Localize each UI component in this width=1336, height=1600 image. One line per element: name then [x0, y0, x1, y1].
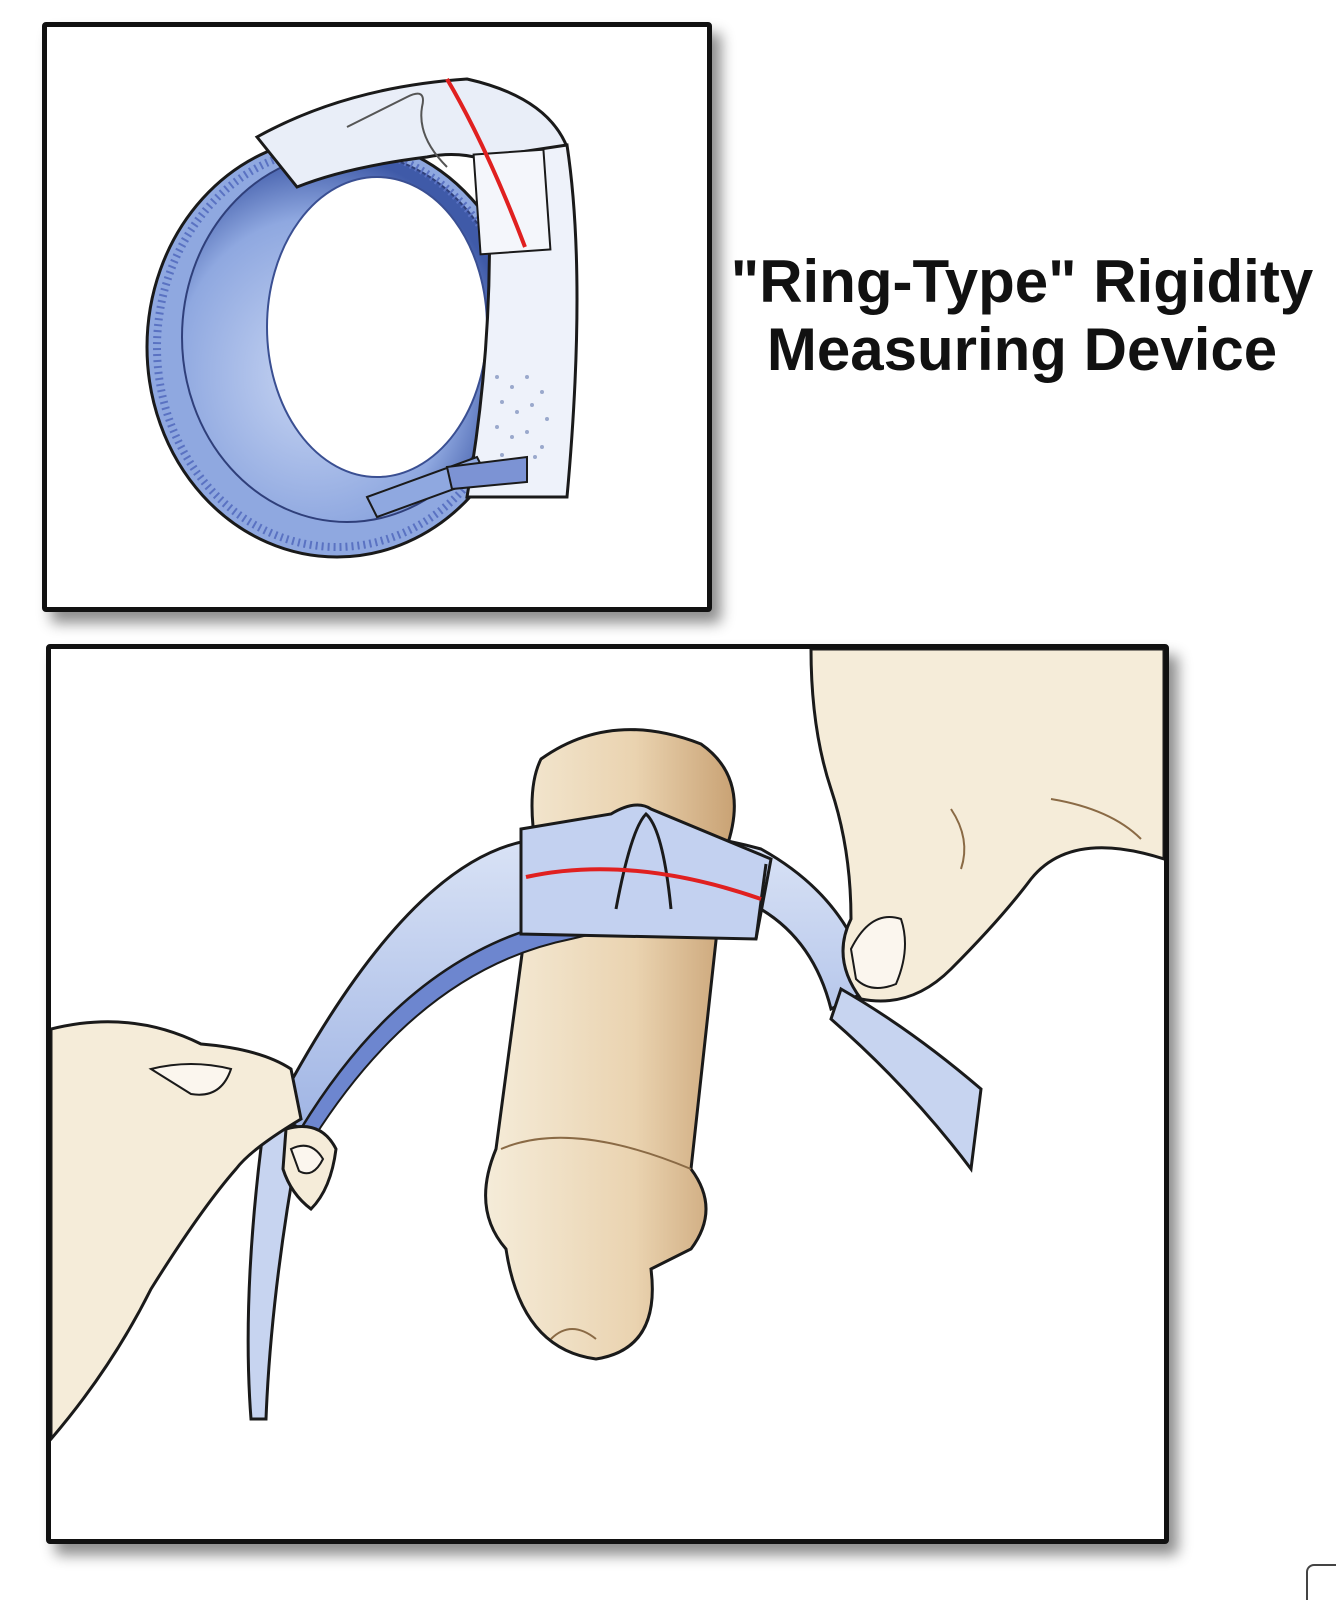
device-tail-left	[246, 1106, 303, 1421]
gauge-loop	[614, 811, 673, 910]
application-panel	[46, 644, 1169, 1544]
ring-device-panel	[42, 22, 712, 612]
right-hand	[809, 649, 1164, 1003]
band-red-indicator	[525, 867, 762, 901]
title-line-2: Measuring Device	[766, 316, 1278, 383]
ring-clip-window	[472, 148, 552, 256]
ring-opening	[266, 176, 488, 478]
right-thumbnail	[849, 916, 906, 989]
diagram-title: "Ring-Type" Rigidity Measuring Device	[722, 248, 1322, 384]
ring-device-illustration	[145, 77, 579, 559]
device-tail-right	[829, 986, 983, 1173]
corner-badge-icon	[1306, 1564, 1336, 1600]
title-line-1: "Ring-Type" Rigidity	[730, 248, 1314, 315]
device-on-shaft-illustration	[51, 649, 1164, 1442]
left-hand	[51, 1020, 303, 1442]
ring-thread	[346, 92, 448, 168]
left-thumbnail	[148, 1063, 233, 1096]
ring-red-indicator	[445, 77, 527, 248]
